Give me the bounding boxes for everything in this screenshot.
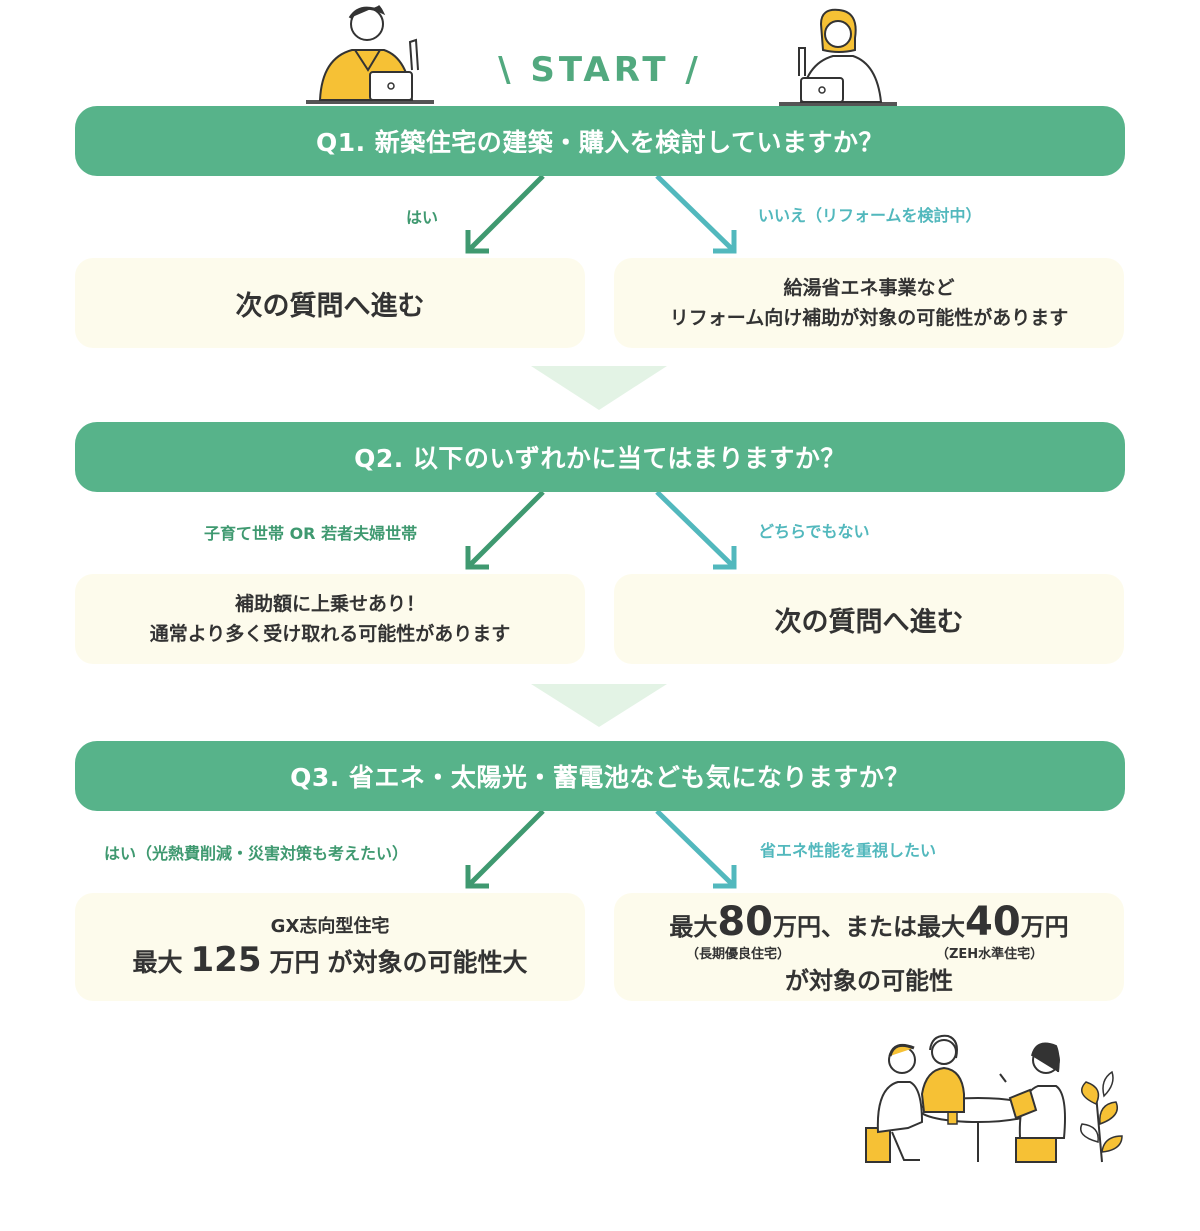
q3-yes-result: GX志向型住宅 最大 125 万円 が対象の可能性大 [75, 893, 585, 1001]
q3-no-result: 最大80万円、または最大40万円 （長期優良住宅） （ZEH水準住宅） が対象の… [614, 893, 1124, 1001]
q1-no-result-line1: 給湯省エネ事業など [783, 277, 955, 299]
woman-with-laptop-illustration [779, 8, 897, 106]
q1-yes-result-text: 次の質問へ進む [235, 290, 425, 322]
q3-no-amount2: 40 [965, 899, 1021, 945]
man-with-laptop-illustration [306, 4, 434, 104]
q2-yes-label: 子育て世帯 OR 若者夫婦世帯 [204, 524, 418, 543]
q3-yes-suffix: が対象の可能性大 [327, 948, 528, 977]
q2-no-result: 次の質問へ進む [614, 574, 1124, 664]
q1-yes-arrow [465, 174, 545, 254]
q2-no-result-text: 次の質問へ進む [774, 606, 964, 638]
q2-yes-result: 補助額に上乗せあり！ 通常より多く受け取れる可能性があります [75, 574, 585, 664]
q3-yes-unit: 万円 [269, 948, 320, 977]
q3-no-unit1: 万円 [773, 913, 821, 941]
q1-no-arrow [655, 174, 737, 254]
q3-yes-prefix: 最大 [132, 948, 183, 977]
consultation-meeting-illustration [865, 1034, 1123, 1163]
q2-no-label: どちらでもない [758, 522, 870, 541]
q2-yes-arrow [465, 490, 545, 570]
q3-no-line3: が対象の可能性 [785, 967, 953, 995]
q2-no-arrow [655, 490, 737, 570]
q3-yes-arrow [465, 809, 545, 889]
q3-no-note2: （ZEH水準住宅） [936, 947, 1044, 962]
q1-yes-result: 次の質問へ進む [75, 258, 585, 348]
q3-yes-label: はい（光熱費削減・災害対策も考えたい） [104, 844, 409, 863]
q1-no-result-line2: リフォーム向け補助が対象の可能性があります [669, 307, 1069, 329]
q2-yes-result-line1: 補助額に上乗せあり！ [234, 593, 425, 615]
q3-yes-amount: 125 [190, 940, 262, 980]
q3-no-amount1: 80 [717, 899, 773, 945]
q3-no-label: 省エネ性能を重視したい [760, 841, 937, 860]
q3-no-note1: （長期優良住宅） [686, 947, 791, 962]
q3-yes-result-amount-line: 最大 125 万円 が対象の可能性大 [132, 940, 527, 980]
q3-no-arrow [655, 809, 737, 889]
down-triangle-2 [531, 684, 667, 727]
down-triangle-1 [531, 366, 667, 410]
q3-question-bar: Q3. 省エネ・太陽光・蓄電池なども気になりますか？ [75, 741, 1125, 811]
q3-no-amount-line: 最大80万円、または最大40万円 [614, 899, 1124, 945]
start-heading: \ START / [498, 50, 702, 90]
q3-no-prefix1: 最大 [669, 913, 718, 941]
q2-question-bar: Q2. 以下のいずれかに当てはまりますか？ [75, 422, 1125, 492]
q1-no-label: いいえ（リフォームを検討中） [758, 206, 982, 225]
q3-yes-result-line1: GX志向型住宅 [270, 916, 390, 937]
q1-question-bar: Q1. 新築住宅の建築・購入を検討していますか？ [75, 106, 1125, 176]
q2-yes-result-line2: 通常より多く受け取れる可能性があります [149, 623, 511, 645]
q3-no-unit2: 万円 [1020, 913, 1069, 941]
q1-yes-label: はい [406, 208, 439, 227]
q1-no-result: 給湯省エネ事業など リフォーム向け補助が対象の可能性があります [614, 258, 1124, 348]
q3-no-result-inner: 最大80万円、または最大40万円 （長期優良住宅） （ZEH水準住宅） が対象の… [614, 893, 1124, 1001]
q3-no-middle: 、または最大 [821, 913, 965, 941]
